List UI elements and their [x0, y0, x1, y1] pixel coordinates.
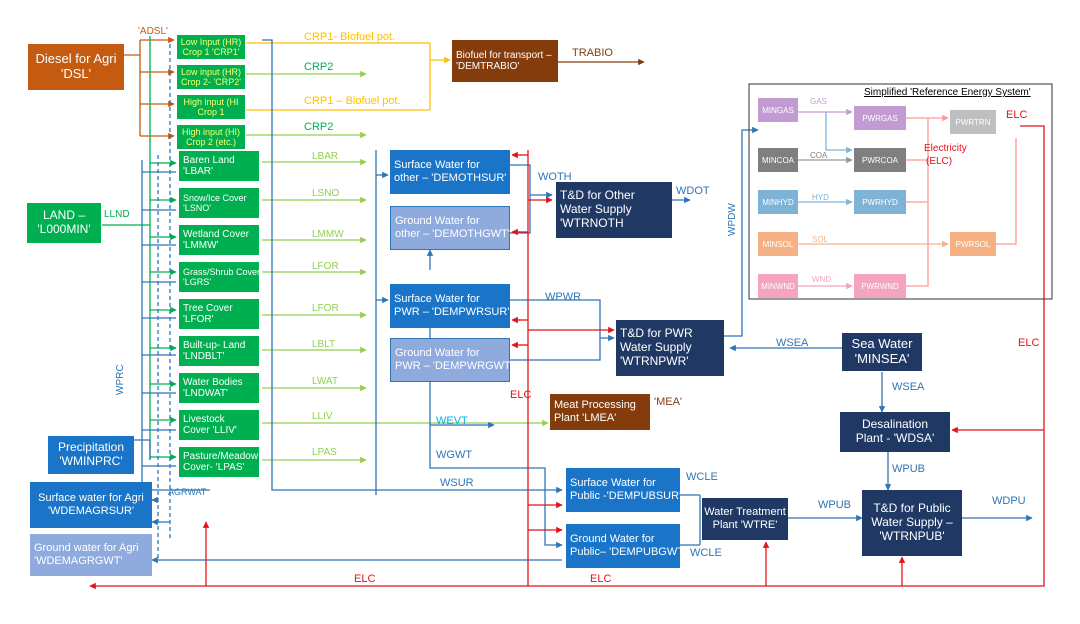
res-coa-label: COA: [810, 151, 828, 160]
water-treatment-node: Water Treatment Plant 'WTRE': [702, 498, 788, 540]
meat-processing-node: Meat Processing Plant 'LMEA': [550, 394, 650, 430]
land-cover-wetland: Wetland Cover 'LMMW': [178, 224, 260, 256]
water-links: [124, 39, 1033, 564]
label-lwat: LWAT: [312, 376, 338, 387]
label-mea: 'MEA': [654, 396, 683, 408]
sea-water-node: Sea Water 'MINSEA': [842, 333, 922, 371]
label-lliv: LLIV: [312, 411, 333, 422]
label-wpdw: WPDW: [727, 203, 738, 236]
surface-water-public-node: Surface Water for Public -'DEMPUBSUR': [566, 468, 681, 512]
res-pwrgas: PWRGAS: [854, 106, 906, 130]
label-lfor-b: LFOR: [312, 303, 339, 314]
res-electricity-label: Electricity: [924, 143, 967, 154]
res-pwrtrn: PWRTRN: [950, 110, 996, 134]
label-agrwat: AGRWAT: [168, 487, 207, 497]
res-sol-label: SOL: [812, 235, 829, 244]
label-lmmw: LMMW: [312, 229, 344, 240]
land-cover-baren: Baren Land 'LBAR': [178, 150, 260, 182]
land-links: [102, 36, 177, 461]
label-crp1-bio-b: CRP1 – Biofuel pot.: [304, 95, 401, 107]
label-crp2-b: CRP2: [304, 121, 334, 133]
label-lsno: LSNO: [312, 188, 340, 199]
res-gas-label: GAS: [810, 97, 827, 106]
label-wcle-a: WCLE: [686, 471, 718, 483]
res-elc-label: ELC: [1006, 109, 1028, 121]
res-frame: [748, 83, 1053, 300]
label-wgwt: WGWT: [436, 449, 473, 461]
td-pwr-node: T&D for PWR Water Supply 'WTRNPWR': [616, 320, 724, 376]
label-crp1-bio-a: CRP1- Biofuel pot.: [304, 31, 396, 43]
label-wprc: WPRC: [115, 364, 126, 395]
res-mingas: MINGAS: [758, 98, 798, 122]
land-cover-grass: Grass/Shrub Cover 'LGRS': [178, 261, 260, 293]
crop-node-hi1: High input (HI Crop 1: [176, 94, 246, 120]
label-wcle-b: WCLE: [690, 547, 722, 559]
label-wevt: WEVT: [436, 415, 468, 427]
ground-water-agri-node: Ground water for Agri 'WDEMAGRGWT': [30, 534, 152, 576]
label-wpub-a: WPUB: [892, 463, 925, 475]
label-elc-a: ELC: [510, 389, 532, 401]
res-minhyd: MINHYD: [758, 190, 798, 214]
label-lfor-a: LFOR: [312, 261, 339, 272]
land-cover-waterbodies: Water Bodies 'LNDWAT': [178, 372, 260, 404]
label-trabio: TRABIO: [572, 47, 613, 59]
surface-water-other-node: Surface Water for other – 'DEMOTHSUR': [390, 150, 510, 194]
land-cover-builtup: Built-up- Land 'LNDBLT': [178, 335, 260, 367]
td-public-node: T&D for Public Water Supply – 'WTRNPUB': [862, 490, 962, 556]
elc-links: [89, 125, 1045, 590]
label-lblt: LBLT: [312, 339, 336, 350]
land-cover-tree: Tree Cover 'LFOR': [178, 298, 260, 330]
surface-water-agri-node: Surface water for Agri 'WDEMAGRSUR': [30, 482, 152, 528]
res-pwrcoa: PWRCOA: [854, 148, 906, 172]
res-minwnd: MINWND: [758, 274, 798, 298]
label-lpas: LPAS: [312, 447, 337, 458]
ground-water-public-node: Ground Water for Public– 'DEMPUBGWT': [566, 524, 686, 568]
res-pwrwnd: PWRWND: [854, 274, 906, 298]
label-elc-d: ELC: [590, 573, 612, 585]
label-elc-b: ELC: [1018, 337, 1040, 349]
res-elc-paren-label: (ELC): [926, 156, 953, 167]
res-wnd-label: WND: [812, 275, 832, 284]
res-links: [798, 108, 1017, 290]
ground-water-pwr-node: Ground Water for PWR – 'DEMPWRGWT': [390, 338, 513, 382]
crop-node-hi2: High input (HI) Crop 2 (etc.): [176, 124, 246, 150]
label-wsur: WSUR: [440, 477, 474, 489]
label-crp2-a: CRP2: [304, 61, 334, 73]
res-mincoa: MINCOA: [758, 148, 798, 172]
label-wpwr: WPWR: [545, 291, 582, 303]
label-elc-c: ELC: [354, 573, 376, 585]
td-other-node: T&D for Other Water Supply 'WTRNOTH: [556, 182, 672, 238]
label-wsea-b: WSEA: [892, 381, 925, 393]
land-cover-pasture: Pasture/Meadow Cover- 'LPAS': [178, 446, 260, 478]
diesel-links: [122, 36, 175, 140]
label-wpub-b: WPUB: [818, 499, 851, 511]
res-hyd-label: HYD: [812, 193, 829, 202]
res-minsol: MINSOL: [758, 232, 798, 256]
surface-water-pwr-node: Surface Water for PWR – 'DEMPWRSUR': [390, 284, 510, 328]
res-title: Simplified 'Reference Energy System': [864, 87, 1031, 98]
label-wdpu: WDPU: [992, 495, 1026, 507]
crop-links: [246, 42, 645, 139]
label-wsea-a: WSEA: [776, 337, 809, 349]
desalination-node: Desalination Plant - 'WDSA': [840, 412, 950, 452]
crop-node-crp1: Low Input (HR) Crop 1 'CRP1': [176, 34, 246, 60]
label-wdot: WDOT: [676, 185, 710, 197]
label-woth: WOTH: [538, 171, 572, 183]
label-adsl: 'ADSL': [138, 26, 168, 37]
label-lbar: LBAR: [312, 151, 339, 162]
res-pwrsol: PWRSOL: [950, 232, 996, 256]
res-pwrhyd: PWRHYD: [854, 190, 906, 214]
crop-node-crp2: Low input (HR) Crop 2- 'CRP2': [176, 64, 246, 90]
land-cover-links: [262, 158, 549, 464]
ground-water-other-node: Ground Water for other – 'DEMOTHGWT': [390, 206, 510, 250]
biofuel-node: Biofuel for transport – 'DEMTRABIO': [452, 40, 558, 82]
precipitation-node: Precipitation 'WMINPRC': [48, 436, 134, 474]
label-llnd: LLND: [104, 209, 130, 220]
diesel-node: Diesel for Agri 'DSL': [28, 44, 124, 90]
land-cover-livestock: Livestock Cover 'LLIV': [178, 409, 260, 441]
land-node: LAND – 'L000MIN': [26, 202, 102, 244]
land-cover-snow: Snow/Ice Cover 'LSNO': [178, 187, 260, 219]
